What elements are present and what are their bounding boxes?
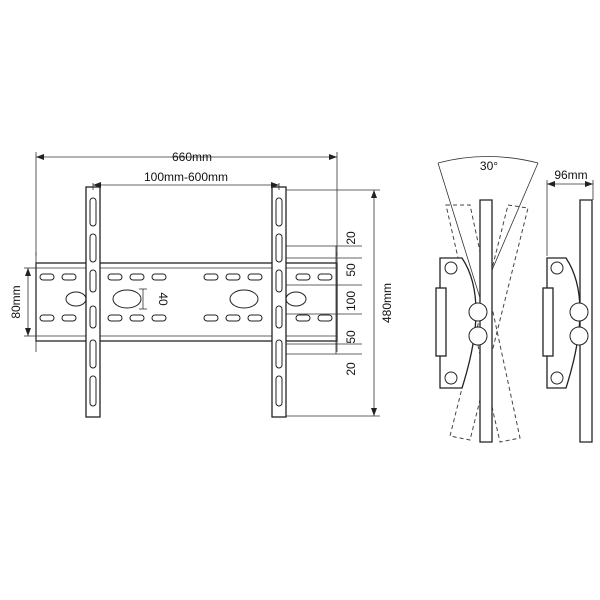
step-label-top: 20 <box>344 231 358 245</box>
tilt-bracket <box>435 257 488 389</box>
step-label-bottom: 20 <box>344 362 358 376</box>
step-label-lower: 50 <box>344 330 358 344</box>
vertical-step-dimensions <box>286 189 380 417</box>
overall-width-dimension <box>35 152 338 256</box>
right-rail <box>271 186 287 418</box>
plate-slots <box>39 273 333 322</box>
slot-pitch-dimension <box>139 288 147 310</box>
vesa-width-label: 100mm-600mm <box>144 170 228 184</box>
depth-bracket <box>542 257 589 389</box>
plate-height-dimension <box>24 267 36 337</box>
step-label-upper: 50 <box>344 263 358 277</box>
plate-height-label: 80mm <box>9 285 23 318</box>
depth-label: 96mm <box>554 168 587 182</box>
overall-height-dimension <box>371 190 377 416</box>
vesa-width-dimension <box>92 182 280 190</box>
left-rail <box>85 186 101 418</box>
step-label-middle: 100 <box>344 291 358 311</box>
tilt-angle-label: 30° <box>480 159 498 173</box>
front-view: 660mm 100mm-600mm 80mm 40 <box>9 150 394 418</box>
overall-height-label: 480mm <box>380 283 394 323</box>
screen-arm-upright <box>579 199 593 443</box>
depth-dimension <box>546 180 594 256</box>
side-view-tilt: 30° <box>435 156 539 443</box>
overall-width-label: 660mm <box>172 150 212 164</box>
screen-arm <box>479 199 493 443</box>
side-view-depth: 96mm <box>542 168 594 443</box>
slot-pitch-label: 40 <box>156 292 170 306</box>
